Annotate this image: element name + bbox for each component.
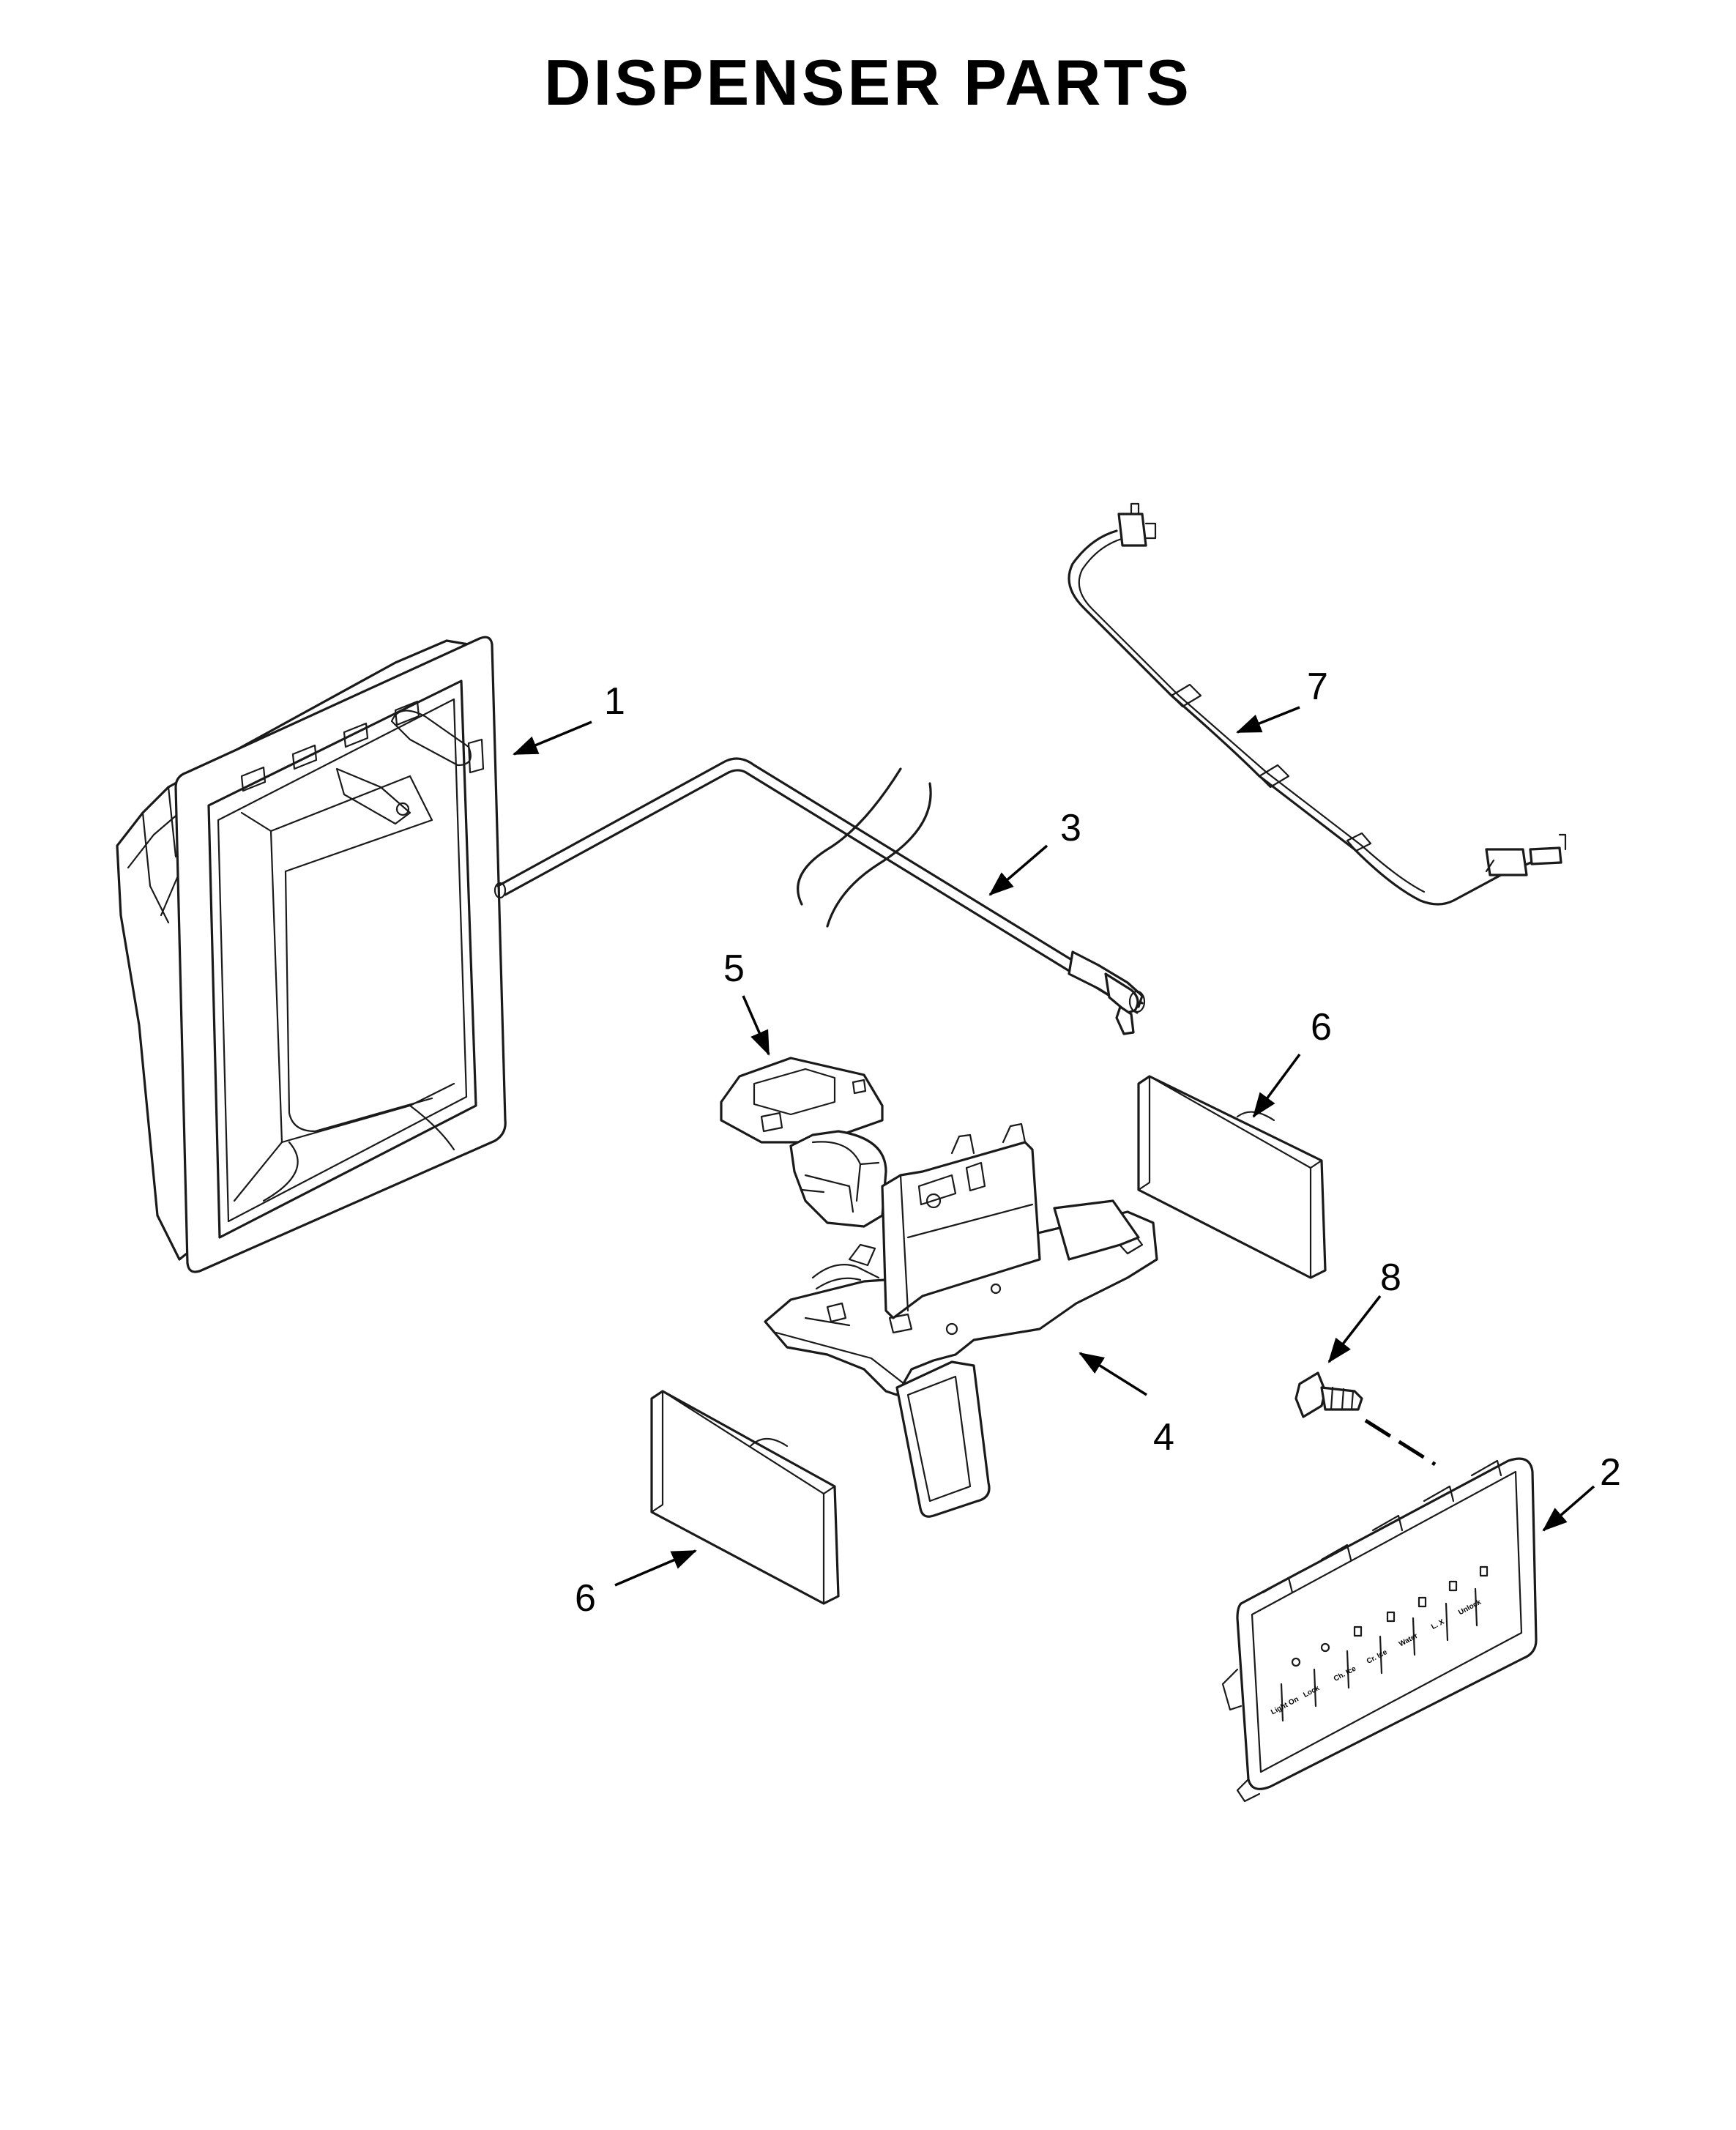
callout-arrows xyxy=(513,706,1595,1587)
arrow-1 xyxy=(513,720,592,756)
part-6-upper-cover xyxy=(1137,1075,1327,1279)
arrow-8 xyxy=(1327,1295,1382,1363)
arrow-2 xyxy=(1542,1485,1595,1532)
light-icon xyxy=(1291,1657,1301,1667)
part-1-dispenser-housing xyxy=(116,636,507,1273)
filter-icon xyxy=(1448,1580,1458,1592)
callout-2: 2 xyxy=(1600,1451,1621,1494)
callout-8: 8 xyxy=(1380,1256,1401,1299)
arrow-5 xyxy=(742,995,770,1056)
arrow-4 xyxy=(1079,1352,1147,1396)
unlock-icon xyxy=(1479,1565,1489,1577)
callout-1: 1 xyxy=(604,680,625,723)
part-2-dispenser-panel: Light On Lock Ch. Ice Cr. Ice Water L. X… xyxy=(1221,1457,1538,1803)
part-8-screw xyxy=(1294,1371,1437,1467)
part-4-module-base xyxy=(764,1122,1158,1518)
part-3-water-tube xyxy=(493,757,1146,1035)
arrow-3 xyxy=(988,844,1048,896)
water-icon xyxy=(1418,1596,1427,1608)
part-6-lower-cover xyxy=(650,1390,840,1605)
callout-6-upper: 6 xyxy=(1311,1006,1332,1049)
crushed-ice-icon xyxy=(1386,1611,1396,1623)
part-7-wire-harness xyxy=(1068,502,1567,906)
callout-7: 7 xyxy=(1307,666,1328,708)
arrow-7 xyxy=(1236,706,1300,734)
cubed-ice-icon xyxy=(1353,1626,1363,1637)
callout-6-lower: 6 xyxy=(575,1577,596,1620)
arrow-6-lower xyxy=(614,1549,697,1587)
callout-4: 4 xyxy=(1153,1416,1174,1459)
part-5-actuator xyxy=(720,1057,887,1228)
callout-numbers: 1 3 7 5 6 4 8 2 6 xyxy=(575,666,1621,1620)
page-title: DISPENSER PARTS xyxy=(544,46,1192,119)
arrow-6-upper xyxy=(1252,1053,1301,1118)
lock-icon xyxy=(1320,1642,1330,1653)
callout-3: 3 xyxy=(1060,807,1081,849)
callout-5: 5 xyxy=(723,947,745,990)
